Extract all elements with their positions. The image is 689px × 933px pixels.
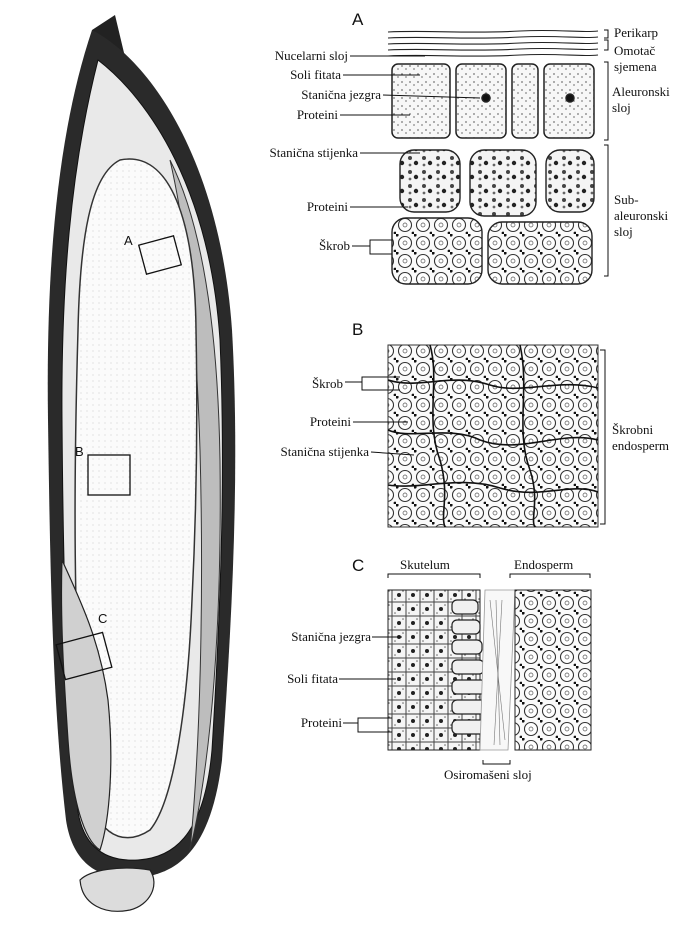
panel-c-illustration <box>339 574 591 764</box>
panel-a-brackets <box>604 30 608 276</box>
label-stanicna-stijenka-a: Stanična stijenka <box>270 146 358 160</box>
label-skrobni-endosperm: Škrobni endosperm <box>612 422 669 454</box>
label-aleuronski-line2: sloj <box>612 100 670 116</box>
panel-c-endosperm <box>515 590 591 750</box>
panel-a-letter: A <box>352 10 363 30</box>
tip-cap <box>80 868 154 911</box>
label-omotac-line1: Omotač <box>614 43 657 59</box>
label-perikarp: Perikarp <box>614 26 658 40</box>
kernel-label-c: C <box>98 611 107 626</box>
label-proteini-a1: Proteini <box>297 108 338 122</box>
label-endosperm-c: Endosperm <box>514 558 573 572</box>
kernel-illustration <box>48 15 236 911</box>
label-sub-line1: Sub- <box>614 192 668 208</box>
label-soli-fitata-a: Soli fitata <box>290 68 341 82</box>
panel-b-letter: B <box>352 320 363 340</box>
label-soli-fitata-c: Soli fitata <box>287 672 338 686</box>
label-sub-line3: sloj <box>614 224 668 240</box>
panel-c-letter: C <box>352 556 364 576</box>
label-skrobni-line2: endosperm <box>612 438 669 454</box>
panel-b-bracket <box>600 350 605 524</box>
label-proteini-a2: Proteini <box>307 200 348 214</box>
label-proteini-b: Proteini <box>310 415 351 429</box>
kernel-label-a: A <box>124 233 133 248</box>
label-omotac-line2: sjemena <box>614 59 657 75</box>
label-proteini-c: Proteini <box>301 716 342 730</box>
panel-b-illustration <box>345 345 605 527</box>
label-skrob-b: Škrob <box>312 377 343 391</box>
label-skutelum: Skutelum <box>400 558 450 572</box>
kernel-label-b: B <box>75 444 84 459</box>
label-stanicna-jezgra-a: Stanična jezgra <box>301 88 381 102</box>
label-stanicna-jezgra-c: Stanična jezgra <box>291 630 371 644</box>
label-sub-line2: aleuronski <box>614 208 668 224</box>
label-nucelarni-sloj: Nucelarni sloj <box>275 49 348 63</box>
label-osiromaseni-sloj: Osiromašeni sloj <box>444 768 532 782</box>
label-stanicna-stijenka-b: Stanična stijenka <box>281 445 369 459</box>
label-omotac-sjemena: Omotač sjemena <box>614 43 657 75</box>
panel-a-illustration <box>340 28 608 290</box>
label-subaleuronski-sloj: Sub- aleuronski sloj <box>614 192 668 240</box>
aleurone-cells <box>392 64 594 138</box>
label-aleuronski-line1: Aleuronski <box>612 84 670 100</box>
label-skrob-a: Škrob <box>319 239 350 253</box>
label-skrobni-line1: Škrobni <box>612 422 669 438</box>
label-aleuronski-sloj: Aleuronski sloj <box>612 84 670 116</box>
